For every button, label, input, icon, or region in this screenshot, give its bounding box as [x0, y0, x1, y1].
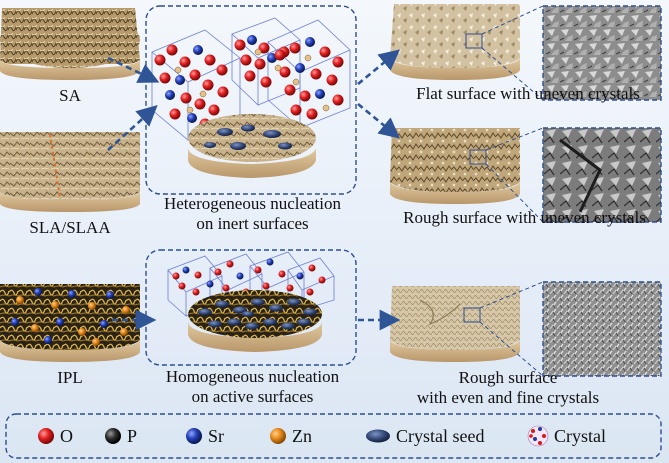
legend-label-o: O — [60, 426, 73, 446]
sa-substrate-disk — [0, 8, 140, 80]
legend-label-zn: Zn — [292, 426, 312, 446]
ipl-dopant-atoms — [11, 288, 130, 346]
legend-crystal-symbol — [527, 425, 549, 447]
legend-label-crystal-seed: Crystal seed — [396, 426, 485, 446]
label-rough-even-line2: with even and fine crystals — [416, 388, 600, 407]
label-flat-surface: Flat surface with uneven crystals — [416, 84, 640, 103]
label-sla: SLA/SLAA — [29, 218, 111, 237]
process-arrows — [107, 49, 401, 331]
homogeneous-nucleation-box — [145, 249, 357, 366]
flat-surface-disk — [390, 4, 520, 80]
label-homo-line1: Homogeneous nucleation — [165, 367, 340, 386]
legend-label-crystal: Crystal — [554, 426, 606, 446]
label-sa: SA — [59, 86, 81, 105]
rough-surface-disk — [390, 128, 520, 204]
arrow-hetero-to-rough — [357, 102, 401, 139]
sem-inset-rough — [485, 127, 662, 223]
legend-label-sr: Sr — [208, 426, 225, 446]
arrow-sa-to-hetero — [107, 56, 160, 83]
ipl-substrate-disk — [0, 284, 140, 362]
legend-box — [5, 413, 662, 459]
legend-p-symbol — [105, 428, 121, 444]
label-ipl: IPL — [57, 368, 83, 387]
legend-label-p: P — [127, 426, 138, 446]
label-homo-line2: on active surfaces — [191, 387, 314, 406]
legend-zn-symbol — [270, 428, 286, 444]
sem-inset-fine — [479, 281, 662, 377]
sem-inset-flat — [481, 5, 662, 101]
label-rough-surface: Rough surface with uneven crystals — [403, 208, 646, 227]
crystal-unit-cells-top — [151, 17, 351, 141]
legend-seed-symbol — [366, 429, 390, 443]
sla-substrate-disk — [0, 132, 140, 212]
legend-o-symbol — [38, 428, 54, 444]
heterogeneous-nucleation-box — [145, 5, 357, 195]
hetero-disk-with-seeds — [188, 114, 316, 178]
fine-crystal-disk — [390, 286, 520, 362]
label-rough-even-line1: Rough surface — [458, 368, 558, 387]
label-hetero-line2: on inert surfaces — [196, 214, 309, 233]
homo-disk-with-seeds — [188, 290, 322, 352]
arrow-hetero-to-flat — [357, 49, 401, 86]
label-hetero-line1: Heterogeneous nucleation — [163, 194, 341, 213]
legend-sr-symbol — [186, 428, 202, 444]
